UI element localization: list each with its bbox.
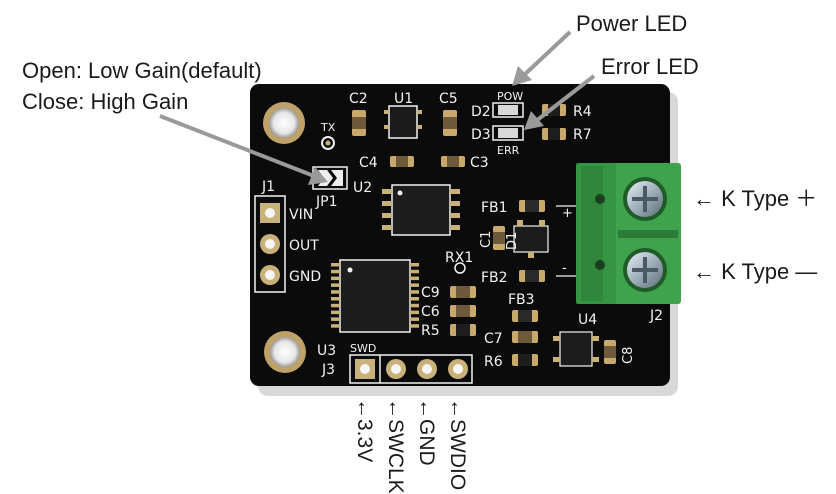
- c3-capacitor: [441, 156, 465, 167]
- silk-j3: J3: [321, 362, 335, 378]
- silk-fb3: FB3: [508, 292, 535, 308]
- pin-label-swclk: ←SWCLK: [384, 398, 407, 494]
- u1-regulator-chip: [384, 105, 422, 139]
- pin-label-gnd: ←GND: [415, 398, 438, 466]
- tx-testpoint: [321, 136, 335, 150]
- screw-bottom: [623, 248, 667, 292]
- silk-c7: C7: [484, 331, 503, 347]
- r5-resistor: [450, 324, 476, 336]
- silk-jp1: JP1: [315, 194, 337, 210]
- silk-u4: U4: [578, 312, 597, 328]
- callout-power-led: Power LED: [576, 11, 688, 36]
- c5-capacitor: [443, 110, 457, 136]
- j1-header: [254, 195, 286, 293]
- silk-c1: C1: [479, 231, 494, 248]
- silk-err: ERR: [497, 144, 520, 157]
- silk-fb1: FB1: [481, 200, 508, 216]
- c9-capacitor: [450, 286, 476, 298]
- arrow-error-led: [524, 74, 596, 130]
- silk-r7: R7: [573, 127, 592, 143]
- error-led-d3: [492, 125, 524, 141]
- silk-minus: -: [562, 261, 567, 276]
- mounting-hole-bottom-left: [264, 331, 306, 373]
- r6-resistor: [512, 354, 538, 366]
- silk-gnd: GND: [289, 269, 321, 285]
- silk-vin: VIN: [289, 207, 313, 223]
- pin-label-3v3: ←3.3V: [353, 398, 376, 463]
- c4-capacitor: [390, 156, 414, 167]
- silk-u3: U3: [317, 343, 336, 359]
- r7-resistor: [542, 128, 566, 140]
- silk-c6: C6: [421, 304, 440, 320]
- silk-c4: C4: [359, 155, 378, 171]
- silk-u1: U1: [394, 91, 413, 107]
- silk-d1: D1: [505, 232, 520, 250]
- j3-swd-header: [349, 354, 473, 384]
- power-led-d2: [492, 102, 524, 118]
- silk-rx1: RX1: [445, 250, 473, 266]
- c8-capacitor: [604, 340, 616, 364]
- d1-diode: [513, 220, 549, 258]
- callout-gain-close: Close: High Gain: [22, 89, 189, 114]
- silk-r6: R6: [484, 354, 503, 370]
- fb1-ferrite: [519, 200, 545, 212]
- silk-plus: +: [562, 206, 573, 221]
- c1-capacitor: [493, 226, 505, 250]
- silk-r5: R5: [421, 323, 440, 339]
- silk-d2: D2: [471, 104, 491, 120]
- silk-fb2: FB2: [481, 270, 508, 286]
- pin-label-swdio: ←SWDIO: [446, 398, 469, 491]
- arrow-power-led: [512, 30, 572, 86]
- silk-c3: C3: [470, 155, 489, 171]
- u3-microcontroller-chip: [331, 259, 419, 333]
- u4-chip: [553, 331, 599, 367]
- callout-k-type-minus: ← K Type —: [693, 259, 818, 284]
- u2-amplifier-chip: [382, 184, 460, 236]
- callout-gain-open: Open: Low Gain(default): [22, 58, 262, 83]
- silk-out: OUT: [289, 238, 319, 254]
- mounting-hole-top-left: [263, 102, 305, 144]
- silk-j1: J1: [261, 179, 275, 195]
- c6-capacitor: [450, 305, 476, 317]
- fb3-ferrite: [512, 310, 538, 322]
- silk-c8: C8: [621, 347, 636, 364]
- silk-c2: C2: [349, 91, 368, 107]
- silk-d3: D3: [471, 127, 491, 143]
- silk-j2: J2: [649, 308, 663, 324]
- silk-swd: SWD: [350, 342, 376, 355]
- silk-c9: C9: [421, 285, 440, 301]
- c7-capacitor: [512, 331, 538, 343]
- c2-capacitor: [352, 110, 366, 136]
- arrow-jumper: [159, 114, 328, 185]
- silk-tx: TX: [320, 121, 336, 134]
- silk-r4: R4: [573, 104, 592, 120]
- silk-u2: U2: [353, 180, 372, 196]
- fb2-ferrite: [519, 270, 545, 282]
- rx1-testpoint: [454, 262, 466, 274]
- callout-error-led: Error LED: [601, 54, 699, 79]
- silkscreen-labels: C2 U1 C5 POW D2 R4 TX D3 R7 ERR C4 C3 U2…: [261, 90, 663, 378]
- silk-c5: C5: [439, 91, 458, 107]
- silk-pow: POW: [497, 90, 523, 103]
- callout-k-type-plus: ← K Type ＋: [693, 186, 818, 211]
- callout-arrows: [159, 30, 596, 185]
- screw-top: [623, 177, 667, 221]
